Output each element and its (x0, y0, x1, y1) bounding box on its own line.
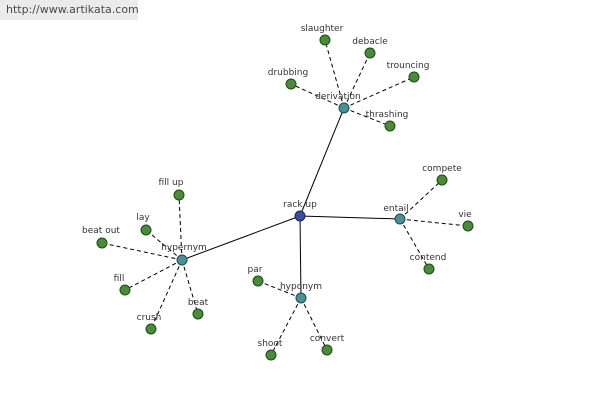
leaf-contend-label: contend (410, 253, 447, 263)
leaf-beat-out-label: beat out (82, 226, 120, 236)
hub-hypernym-label: hypernym (161, 243, 207, 253)
leaf-fill-node[interactable] (119, 284, 131, 296)
leaf-fill-label: fill (114, 274, 125, 284)
edge-hyponym-par (257, 280, 302, 299)
watermark-url: http://www.artikata.com (0, 0, 139, 20)
edge-root-derivation (299, 107, 345, 217)
edge-entail-vie (399, 218, 469, 227)
leaf-slaughter-node[interactable] (319, 34, 331, 46)
leaf-vie-label: vie (458, 210, 472, 220)
leaf-shoot-label: shoot (258, 339, 283, 349)
edge-derivation-slaughter (324, 39, 345, 109)
leaf-lay-node[interactable] (140, 224, 152, 236)
edge-entail-contend (399, 218, 430, 270)
leaf-crush-label: crush (137, 313, 162, 323)
root-rack-up-node[interactable] (294, 210, 306, 222)
leaf-convert-label: convert (310, 334, 345, 344)
leaf-par-node[interactable] (252, 275, 264, 287)
leaf-drubbing-label: drubbing (268, 68, 308, 78)
leaf-thrashing-label: thrashing (366, 110, 409, 120)
node-layer (96, 34, 474, 361)
leaf-shoot-node[interactable] (265, 349, 277, 361)
leaf-debacle-node[interactable] (364, 47, 376, 59)
leaf-thrashing-node[interactable] (384, 120, 396, 132)
edge-hypernym-beat (181, 259, 199, 315)
edge-derivation-debacle (343, 52, 371, 109)
leaf-lay-label: lay (136, 213, 150, 223)
leaf-beat-node[interactable] (192, 308, 204, 320)
edge-root-hyponym (299, 215, 302, 299)
edge-layer (101, 39, 469, 356)
leaf-beat-label: beat (188, 298, 209, 308)
hub-derivation-label: derivation (315, 92, 361, 102)
edge-hyponym-convert (300, 297, 328, 351)
edge-root-entail (299, 215, 401, 220)
hub-derivation-node[interactable] (338, 102, 350, 114)
edge-hypernym-lay (145, 229, 183, 261)
leaf-contend-node[interactable] (423, 263, 435, 275)
leaf-slaughter-label: slaughter (301, 24, 344, 34)
leaf-drubbing-node[interactable] (285, 78, 297, 90)
leaf-trouncing-node[interactable] (408, 71, 420, 83)
leaf-beat-out-node[interactable] (96, 237, 108, 249)
leaf-crush-node[interactable] (145, 323, 157, 335)
hub-hyponym-label: hyponym (280, 282, 322, 292)
leaf-compete-label: compete (422, 164, 462, 174)
hub-hypernym-node[interactable] (176, 254, 188, 266)
hub-entail-label: entail (383, 204, 408, 214)
leaf-vie-node[interactable] (462, 220, 474, 232)
edge-hypernym-crush (150, 259, 183, 330)
edge-derivation-drubbing (290, 83, 345, 109)
leaf-fill-up-node[interactable] (173, 189, 185, 201)
edge-root-hypernym (181, 215, 301, 261)
edge-derivation-thrashing (343, 107, 391, 127)
leaf-fill-up-label: fill up (159, 178, 184, 188)
edge-derivation-trouncing (343, 76, 415, 109)
leaf-convert-node[interactable] (321, 344, 333, 356)
leaf-compete-node[interactable] (436, 174, 448, 186)
edge-entail-compete (399, 179, 443, 220)
root-rack-up-label: rack up (283, 200, 317, 210)
hub-hyponym-node[interactable] (295, 292, 307, 304)
hub-entail-node[interactable] (394, 213, 406, 225)
edge-hyponym-shoot (270, 297, 302, 356)
edge-hypernym-fill (124, 259, 183, 291)
leaf-par-label: par (248, 265, 263, 275)
leaf-debacle-label: debacle (352, 37, 388, 47)
edge-hypernym-fill-up (178, 194, 183, 261)
label-layer: slaughter debacle trouncing drubbing thrashi… (82, 24, 472, 349)
leaf-trouncing-label: trouncing (387, 61, 430, 71)
